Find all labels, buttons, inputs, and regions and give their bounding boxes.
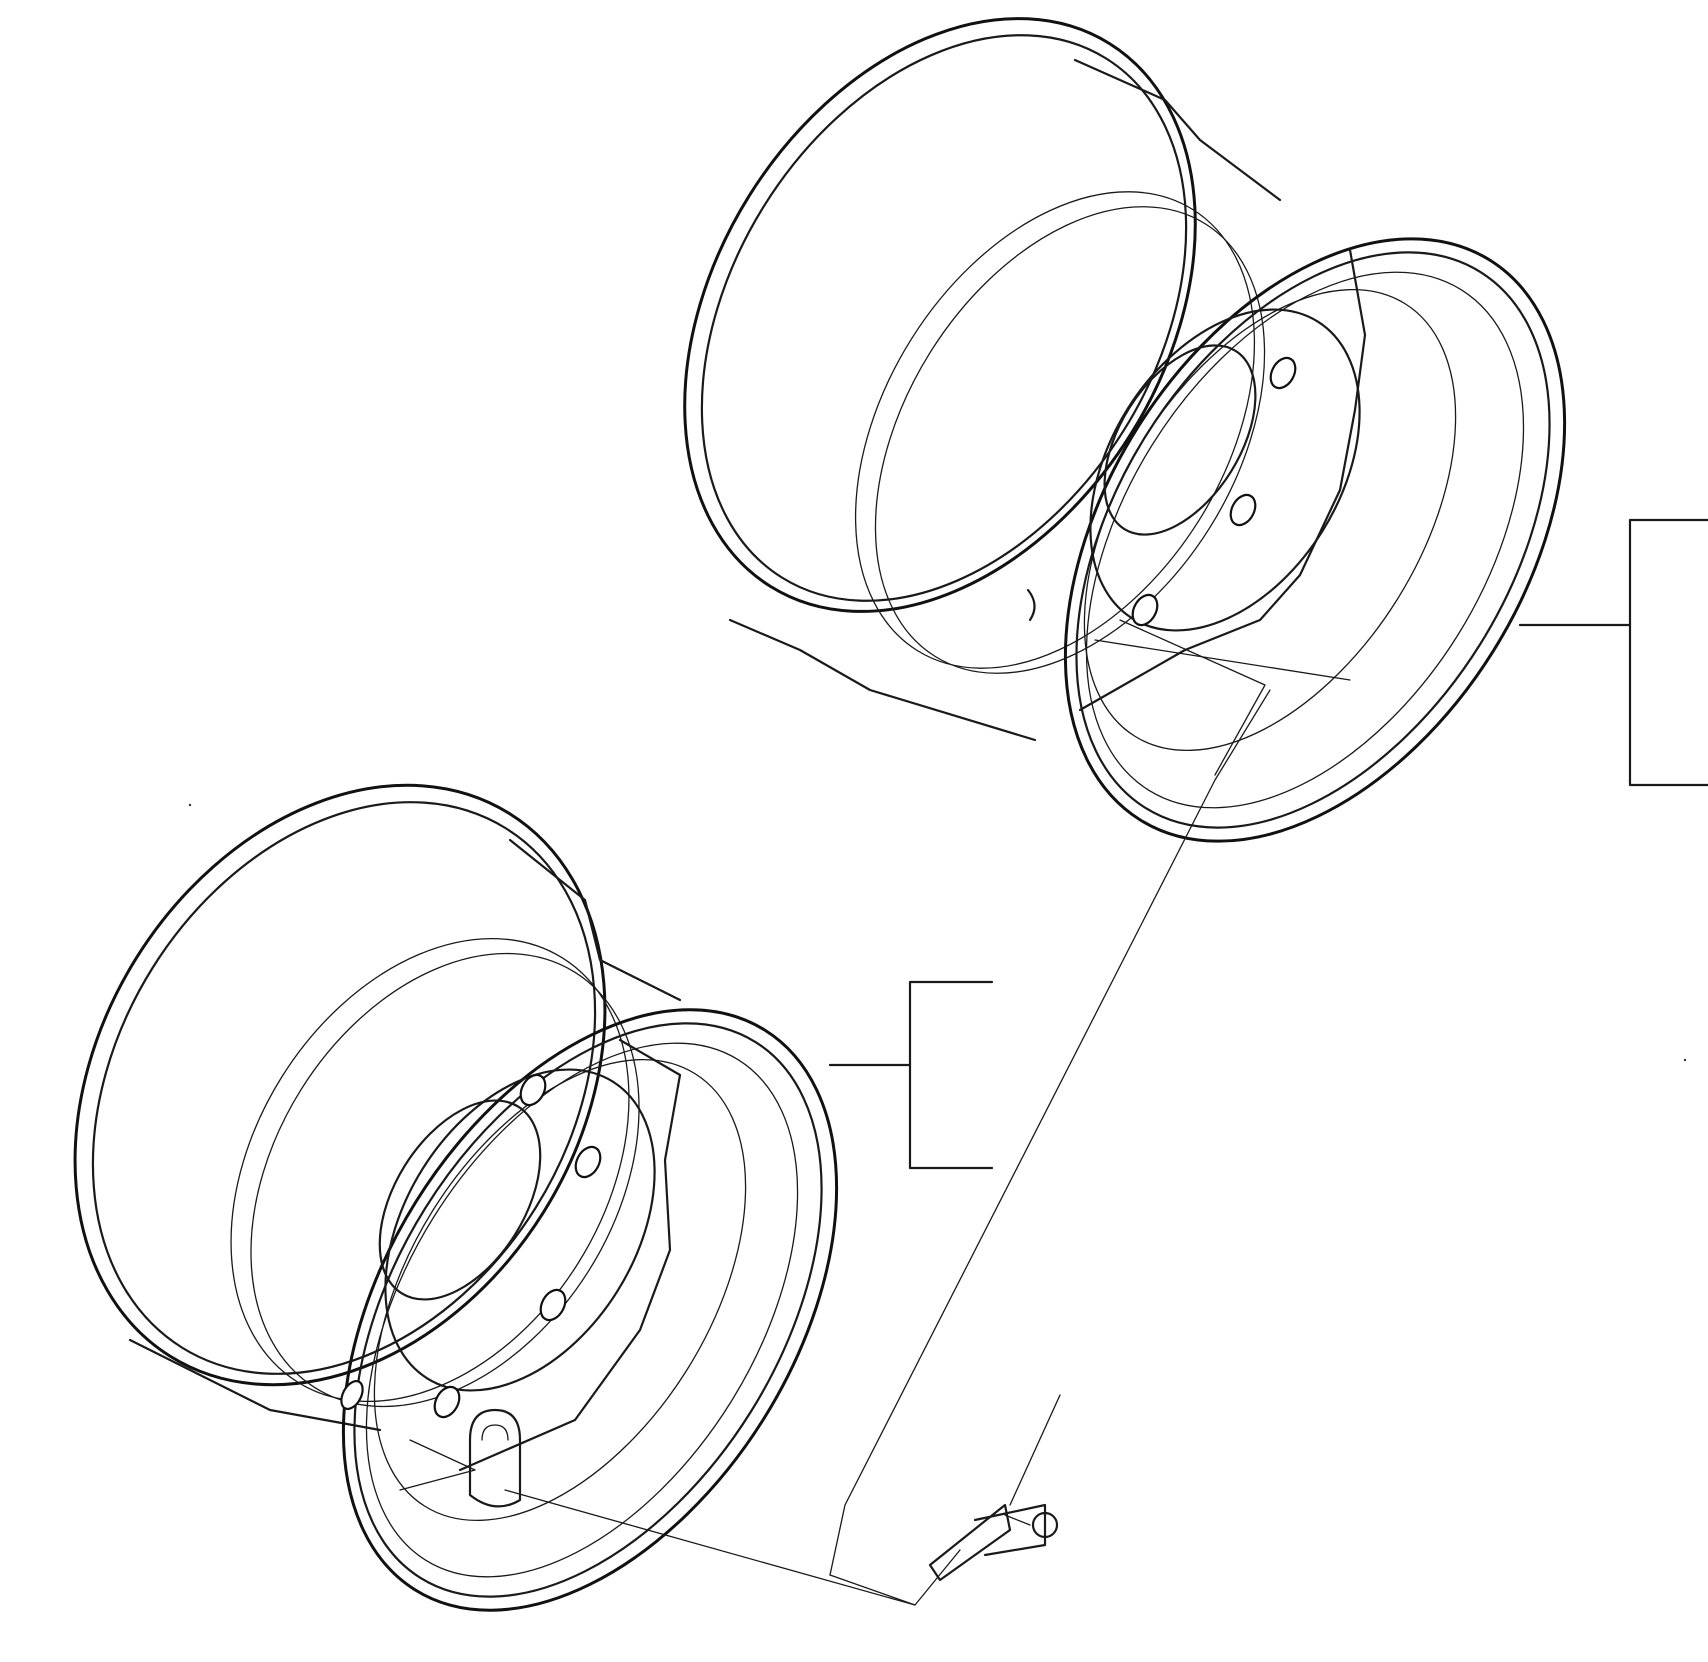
leader-lower xyxy=(504,1489,916,1606)
wheel-rim-lower xyxy=(73,783,839,1612)
tire-valve xyxy=(928,1503,1059,1582)
leader-valve xyxy=(829,1394,1061,1606)
wheel-rim-upper xyxy=(683,17,1567,843)
speck xyxy=(1683,1058,1687,1062)
bracket-upper xyxy=(1518,518,1708,787)
callout-lines xyxy=(504,518,1708,1606)
bracket-lower xyxy=(828,980,994,1170)
leader-upper xyxy=(829,689,1271,1576)
speck xyxy=(188,803,192,807)
